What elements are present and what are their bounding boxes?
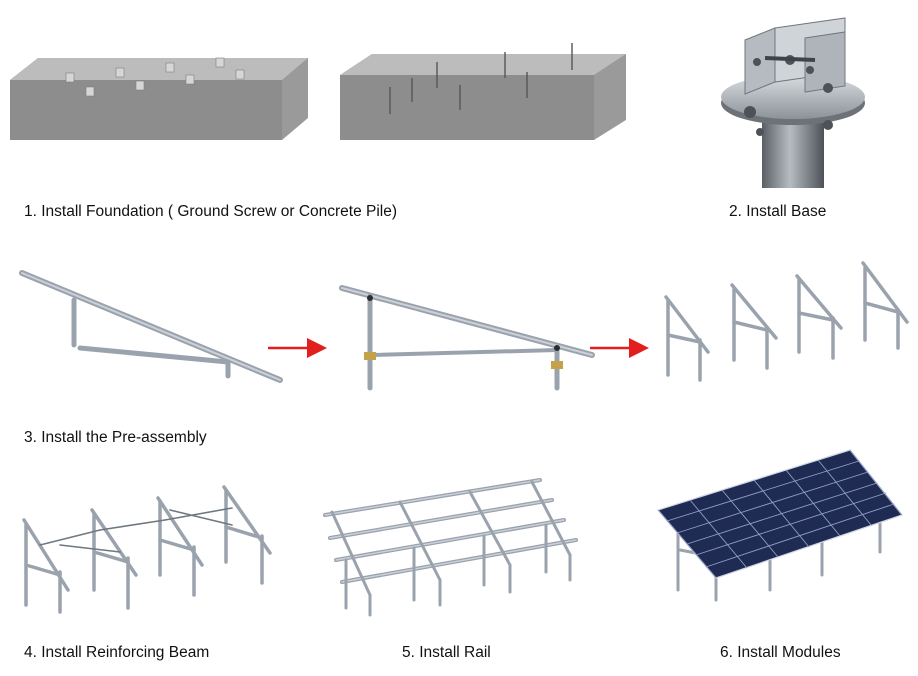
- pre-assembly-frame-on-posts: [339, 285, 595, 391]
- pre-assembly-frame-single: [19, 270, 283, 383]
- foundation-block-with-screws: [340, 43, 626, 140]
- pre-assembly-frame-row: [664, 261, 909, 382]
- step-6-caption: 6. Install Modules: [720, 644, 841, 661]
- rail-frame-structure: [323, 478, 578, 617]
- step-3-caption: 3. Install the Pre-assembly: [24, 429, 207, 446]
- step-4-caption: 4. Install Reinforcing Beam: [24, 644, 210, 661]
- step-5-caption: 5. Install Rail: [402, 644, 491, 661]
- foundation-block-with-piles: [10, 57, 308, 140]
- installed-solar-modules: [656, 449, 904, 602]
- base-bracket-on-pile: [721, 17, 865, 188]
- reinforcing-beam-frames: [22, 485, 272, 614]
- step-2-caption: 2. Install Base: [729, 203, 827, 220]
- step-1-caption: 1. Install Foundation ( Ground Screw or …: [24, 203, 398, 220]
